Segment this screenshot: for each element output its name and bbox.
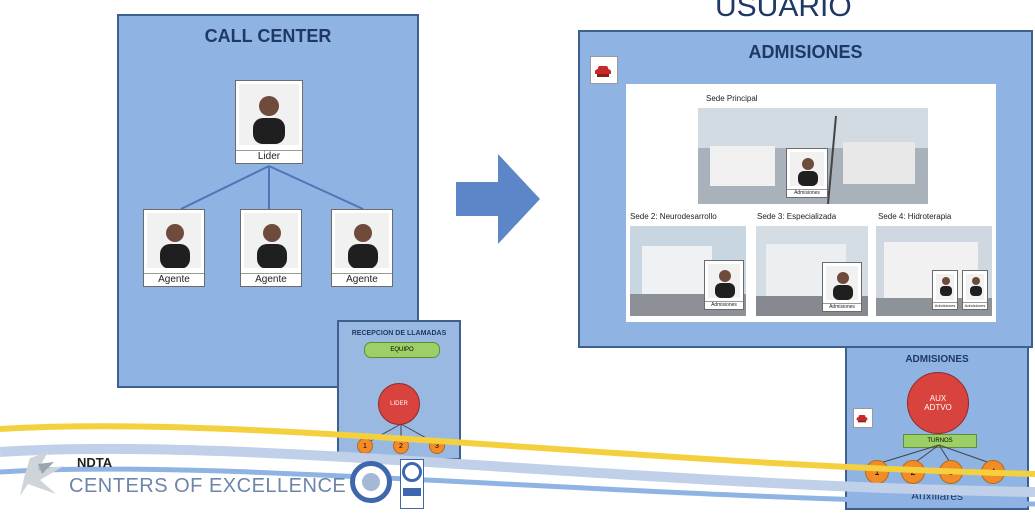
agent-photo [244, 213, 298, 268]
site-label-3: Sede 3: Especializada [757, 212, 837, 221]
admissions-top-title: ADMISIONES [748, 42, 863, 62]
site-3-admission-label: Admisiones [823, 303, 861, 310]
call-center-panel: CALL CENTER Lider Agente [117, 14, 419, 388]
aux-adtvo-circle: AUX ADTVO [907, 372, 969, 434]
call-center-title: CALL CENTER [204, 26, 332, 46]
admission-photo [708, 264, 740, 298]
admission-photo [936, 274, 954, 300]
decorative-swoosh [0, 423, 1035, 507]
agent-card-1: Agente [143, 209, 205, 287]
reception-title: RECEPCION DE LLAMADAS [351, 330, 447, 337]
site-4-admission-card-b: Admisiones [962, 270, 988, 310]
agent-card-2: Agente [240, 209, 302, 287]
agent-label: Agente [332, 273, 392, 285]
main-site-label: Sede Principal [706, 94, 758, 103]
certification-badge-icon [350, 461, 392, 503]
agent-label: Agente [144, 273, 204, 285]
leader-card: Lider [235, 80, 303, 164]
certification-logo-icon [400, 459, 424, 509]
phone-icon [853, 408, 873, 428]
admission-photo [790, 152, 824, 186]
usuario-header: USUARIO [715, 0, 852, 23]
site-label-4: Sede 4: Hidroterapia [878, 212, 952, 221]
main-site-admission-label: Admisiones [787, 189, 827, 196]
admission-photo [966, 274, 984, 300]
site-4-admission-label-a: Admisiones [933, 302, 957, 308]
site-4-admission-card-a: Admisiones [932, 270, 958, 310]
site-4-admission-label-b: Admisiones [963, 302, 987, 308]
agent-photo [147, 213, 201, 268]
ndta-logo-icon [20, 452, 80, 498]
site-2-admission-card: Admisiones [704, 260, 744, 310]
brand-name: CENTERS OF EXCELLENCE [69, 475, 347, 497]
phone-icon [590, 56, 618, 84]
main-site-photo: Admisiones [698, 108, 928, 204]
reception-leader-circle: LIDER [378, 383, 420, 425]
site-photo-4: Admisiones Admisiones [876, 226, 992, 316]
agent-label: Agente [241, 273, 301, 285]
admissions-content-area: Sede Principal Admisiones Sede 2 [626, 84, 996, 322]
brand-org: NDTA [77, 455, 113, 470]
site-photo-3: Admisiones [756, 226, 868, 316]
agent-photo [335, 213, 389, 268]
site-photo-2: Admisiones [630, 226, 746, 316]
admissions-top-panel: ADMISIONES Sede Principal [578, 30, 1033, 348]
agent-card-3: Agente [331, 209, 393, 287]
site-3-admission-card: Admisiones [822, 262, 862, 312]
call-center-connectors [180, 165, 364, 210]
leader-photo [239, 84, 299, 145]
leader-label: Lider [236, 150, 302, 162]
right-arrow-icon [456, 154, 540, 244]
site-label-2: Sede 2: Neurodesarrollo [630, 212, 717, 221]
admissions-bottom-title: ADMISIONES [905, 354, 969, 365]
site-2-admission-label: Admisiones [705, 301, 743, 308]
main-site-admission-card: Admisiones [786, 148, 828, 198]
reception-badge: EQUIPO [364, 342, 440, 358]
admission-photo [826, 266, 858, 300]
